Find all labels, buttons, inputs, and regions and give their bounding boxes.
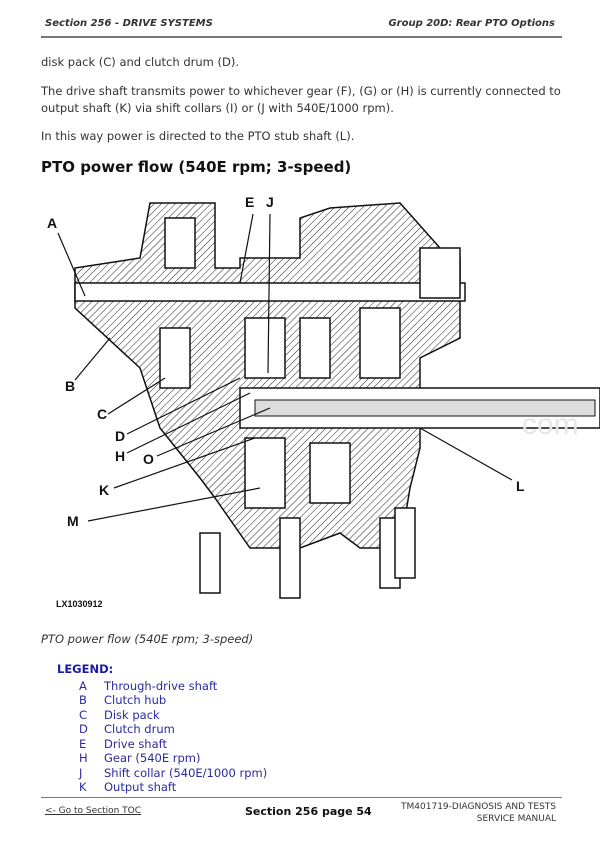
legend-title: LEGEND: (57, 662, 114, 676)
legend-item: K Output shaft (79, 780, 176, 794)
legend-key: C (79, 708, 88, 722)
watermark: com (522, 408, 579, 441)
figure-caption: PTO power flow (540E rpm; 3-speed) (41, 632, 254, 646)
header-group: Group 20D: Rear PTO Options (388, 18, 555, 29)
legend-item: E Drive shaft (79, 737, 167, 751)
legend-text: Clutch drum (104, 722, 175, 736)
callout-d: D (115, 428, 126, 444)
manual-title: TM401719-DIAGNOSIS AND TESTS SERVICE MAN… (401, 801, 556, 825)
legend-key: K (79, 780, 87, 794)
legend-item: D Clutch drum (79, 722, 175, 736)
legend-item: J Shift collar (540E/1000 rpm) (79, 766, 267, 780)
callout-l: L (516, 478, 525, 494)
pto-diagram: A B C D H O K M E J L com LX1030912 (0, 188, 600, 618)
legend-text: Output shaft (104, 780, 177, 794)
legend-text: Shift collar (540E/1000 rpm) (104, 766, 268, 780)
legend-key: B (79, 693, 87, 707)
legend-key: H (79, 751, 88, 765)
callout-e: E (245, 194, 255, 210)
paragraph-3: In this way power is directed to the PTO… (41, 129, 355, 143)
legend-item: C Disk pack (79, 708, 160, 722)
section-heading: PTO power flow (540E rpm; 3-speed) (41, 158, 352, 176)
legend-text: Gear (540E rpm) (104, 751, 201, 765)
callout-o: O (143, 451, 154, 467)
gearbox-cross-section (57, 202, 600, 599)
legend-text: Drive shaft (104, 737, 167, 751)
legend-key: E (79, 737, 87, 751)
callout-k: K (99, 482, 110, 498)
legend-item: B Clutch hub (79, 693, 166, 707)
manual-title-line2: SERVICE MANUAL (476, 814, 556, 824)
legend-key: D (79, 722, 88, 736)
callout-a: A (47, 215, 58, 231)
header-section: Section 256 - DRIVE SYSTEMS (45, 18, 213, 29)
callout-m: M (67, 513, 79, 529)
figure-id: LX1030912 (56, 599, 103, 609)
paragraph-1: disk pack (C) and clutch drum (D). (41, 55, 239, 69)
callout-c: C (97, 406, 108, 422)
legend-key: J (79, 766, 83, 780)
legend-item: A Through-drive shaft (79, 679, 217, 693)
callout-b: B (65, 378, 76, 394)
legend-text: Disk pack (104, 708, 160, 722)
footer-rule (41, 797, 562, 798)
manual-title-line1: TM401719-DIAGNOSIS AND TESTS (401, 802, 556, 812)
legend-text: Clutch hub (104, 693, 167, 707)
legend-item: H Gear (540E rpm) (79, 751, 201, 765)
legend-key: A (79, 679, 87, 693)
page-number: Section 256 page 54 (245, 805, 372, 818)
callout-j: J (266, 194, 274, 210)
callout-h: H (115, 448, 126, 464)
section-toc-link[interactable]: <- Go to Section TOC (45, 806, 142, 816)
header-rule (41, 36, 562, 38)
legend-text: Through-drive shaft (104, 679, 218, 693)
paragraph-2: The drive shaft transmits power to which… (41, 84, 561, 115)
